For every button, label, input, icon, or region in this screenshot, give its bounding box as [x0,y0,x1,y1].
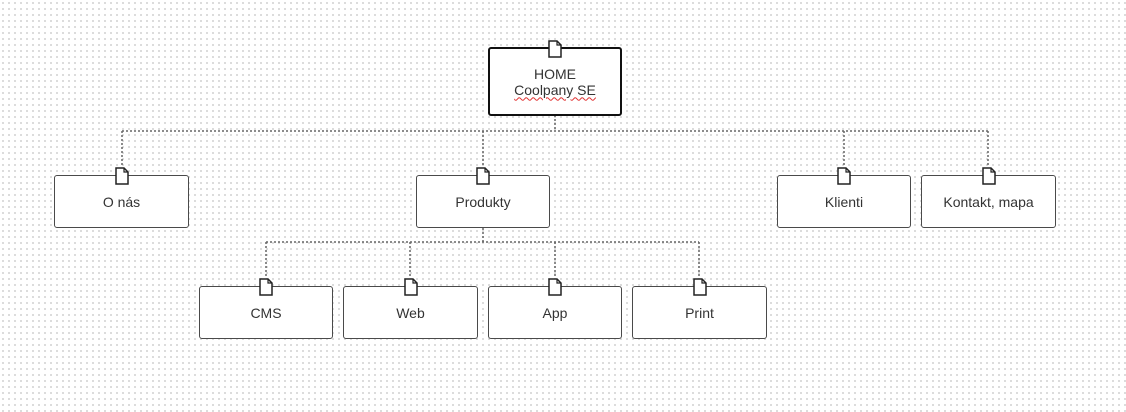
node-web[interactable]: Web [343,278,478,339]
document-icon [548,40,562,58]
node-label: Produkty [455,193,511,210]
node-label: App [542,304,568,321]
document-icon [259,278,273,296]
node-label: CMS [250,304,282,321]
node-label: O nás [102,193,141,210]
node-klienti[interactable]: Klienti [777,167,911,228]
node-print[interactable]: Print [632,278,767,339]
node-home-subtitle: Coolpany SE [514,81,596,98]
node-home-title: HOME [534,65,576,82]
node-label: Web [396,304,425,321]
node-home[interactable]: HOME Coolpany SE [488,40,622,116]
node-o-nas[interactable]: O nás [54,167,189,228]
document-icon [692,278,707,296]
document-icon [548,278,562,296]
node-cms[interactable]: CMS [199,278,333,339]
node-app[interactable]: App [488,278,622,339]
node-kontakt-mapa[interactable]: Kontakt, mapa [921,167,1056,228]
node-produkty[interactable]: Produkty [416,167,550,228]
node-label: Kontakt, mapa [943,193,1034,210]
document-icon [476,167,490,185]
node-label: Print [685,304,714,321]
document-icon [114,167,129,185]
document-icon [403,278,418,296]
node-label: Klienti [824,193,864,210]
document-icon [837,167,851,185]
document-icon [981,167,996,185]
